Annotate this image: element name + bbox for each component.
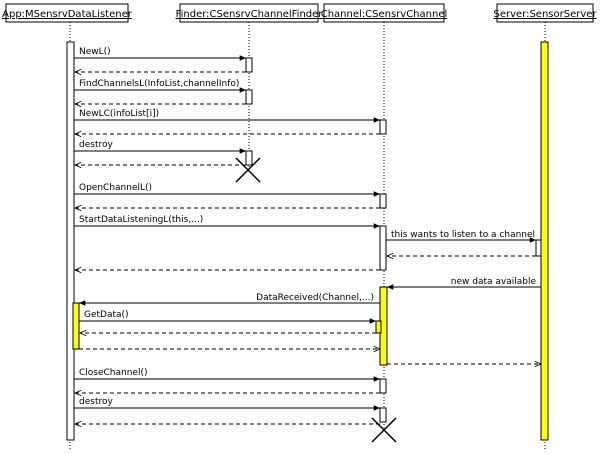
message-label-new-data: new data available [451, 277, 537, 287]
activation-finder-1 [245, 57, 253, 73]
message-label-getdata: GetData() [84, 310, 129, 320]
participant-server-label: Server:SensorServer [493, 9, 597, 20]
participant-server: Server:SensorServer [493, 3, 597, 23]
participant-finder: Finder:CSensrvChannelFinder [176, 3, 324, 23]
message-label-newl: NewL() [79, 47, 111, 57]
activation-channel-4 [379, 378, 387, 394]
activation-finder-2 [245, 89, 253, 105]
activation-channel-3 [379, 225, 387, 271]
destroy-x-channel [371, 417, 397, 443]
activation-app [66, 41, 75, 441]
activation-app-yellow [72, 302, 80, 350]
activation-finder-3 [245, 150, 253, 166]
message-label-openchannel: OpenChannelL() [79, 183, 152, 193]
destroy-x-finder [235, 157, 261, 183]
participant-channel: Channel:CSensrvChannel [321, 3, 448, 23]
participant-app: App:MSensrvDataListener [2, 3, 133, 23]
message-label-startlistening: StartDataListeningL(this,...) [79, 215, 203, 225]
activation-channel-2 [379, 193, 387, 209]
participant-channel-label: Channel:CSensrvChannel [321, 9, 448, 20]
message-label-datareceived: DataReceived(Channel,...) [256, 293, 374, 303]
message-label-findchannels: FindChannelsL(InfoList,channelInfo) [79, 79, 239, 89]
activation-server [540, 41, 549, 441]
message-label-wants-listen: this wants to listen to a channel [391, 230, 535, 240]
message-label-destroy-finder: destroy [79, 140, 113, 150]
message-label-closechannel: CloseChannel() [79, 368, 148, 378]
activation-channel-1 [379, 119, 387, 135]
message-label-destroy-channel: destroy [79, 397, 113, 407]
participant-finder-label: Finder:CSensrvChannelFinder [176, 9, 324, 20]
activation-channel-getdata [375, 320, 382, 334]
activation-channel-5 [379, 407, 387, 423]
activation-server-small [535, 239, 542, 257]
participant-app-label: App:MSensrvDataListener [2, 9, 133, 20]
message-label-newlc: NewLC(infoList[i]) [79, 109, 159, 119]
